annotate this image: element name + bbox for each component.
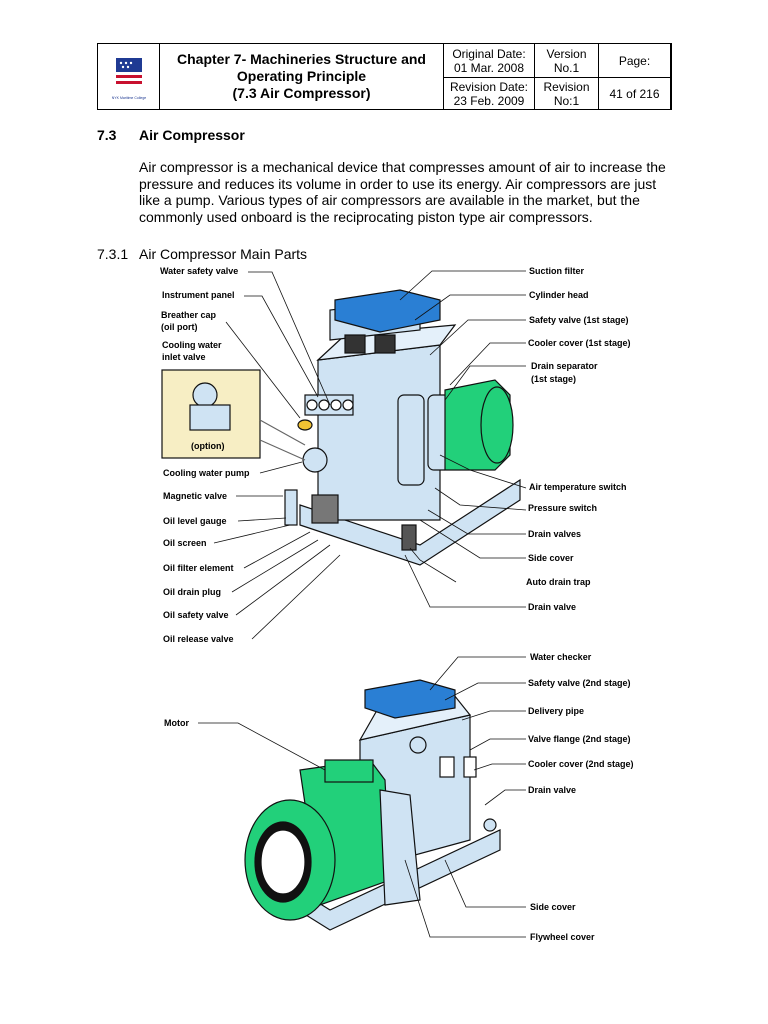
label-delivery-pipe: Delivery pipe	[528, 706, 585, 716]
compressor-2nd-stage-drawing	[244, 679, 501, 931]
document-header-table: NYK Maritime College Chapter 7- Machiner…	[97, 43, 672, 110]
label-pressure-switch: Pressure switch	[528, 503, 598, 513]
title-line-2: Operating Principle	[236, 68, 367, 84]
section-paragraph: Air compressor is a mechanical device th…	[139, 159, 666, 225]
original-date-label: Original Date:	[452, 46, 526, 61]
label-side-cover-2: Side cover	[530, 902, 576, 912]
label-oil-port: (oil port)	[161, 322, 198, 332]
header-divider	[444, 77, 671, 78]
label-oil-filter-element: Oil filter element	[163, 563, 234, 573]
label-suction-filter: Suction filter	[529, 266, 585, 276]
label-water-safety-valve: Water safety valve	[160, 266, 239, 276]
label-oil-drain-plug: Oil drain plug	[163, 587, 221, 597]
section-title: Air Compressor	[139, 127, 245, 143]
leader-lines-diagram-1	[213, 270, 527, 640]
compressor-1st-stage-drawing	[161, 289, 521, 566]
page-label: Page:	[599, 44, 671, 77]
leader-lines-diagram-2	[198, 656, 526, 938]
college-logo	[115, 57, 142, 84]
subsection-title: Air Compressor Main Parts	[139, 246, 308, 262]
label-air-temperature-switch: Air temperature switch	[529, 482, 627, 492]
page-number: 41 of 216	[599, 78, 671, 109]
label-oil-screen: Oil screen	[163, 538, 207, 548]
label-oil-level-gauge: Oil level gauge	[163, 516, 227, 526]
label-water-checker: Water checker	[530, 652, 592, 662]
label-magnetic-valve: Magnetic valve	[163, 491, 228, 501]
label-option: (option)	[191, 441, 225, 451]
label-flywheel-cover: Flywheel cover	[530, 932, 595, 942]
label-breather-cap: Breather cap	[161, 310, 217, 320]
original-date-cell: Original Date: 01 Mar. 2008	[444, 44, 535, 77]
label-motor: Motor	[164, 718, 189, 728]
original-date-value: 01 Mar. 2008	[453, 60, 525, 75]
revision-cell: Revision No:1	[535, 78, 599, 109]
label-oil-release-valve: Oil release valve	[163, 634, 234, 644]
label-side-cover: Side cover	[528, 553, 574, 563]
revision-date-label: Revision Date:	[449, 79, 529, 94]
label-drain-valve-2: Drain valve	[528, 785, 577, 795]
label-cylinder-head: Cylinder head	[529, 290, 589, 300]
title-line-1: Chapter 7- Machineries Structure and	[177, 51, 426, 67]
version-value: No.1	[553, 60, 580, 75]
title-line-3: (7.3 Air Compressor)	[232, 85, 371, 101]
label-inlet-valve: inlet valve	[162, 352, 206, 362]
label-cooling-water: Cooling water	[162, 340, 222, 350]
label-cooling-water-pump: Cooling water pump	[163, 468, 250, 478]
subsection-number: 7.3.1	[97, 246, 129, 262]
revision-date-cell: Revision Date: 23 Feb. 2009	[444, 78, 535, 109]
section-number: 7.3	[97, 127, 117, 143]
label-drain-separator: Drain separator	[531, 361, 598, 371]
label-oil-safety-valve: Oil safety valve	[163, 610, 229, 620]
label-safety-valve-2nd: Safety valve (2nd stage)	[528, 678, 631, 688]
logo-cell: NYK Maritime College	[98, 44, 160, 109]
label-cooler-cover-1st: Cooler cover (1st stage)	[528, 338, 631, 348]
label-valve-flange-2nd: Valve flange (2nd stage)	[528, 734, 631, 744]
label-auto-drain-trap: Auto drain trap	[526, 577, 591, 587]
revision-date-value: 23 Feb. 2009	[453, 93, 525, 108]
revision-label: Revision	[543, 79, 590, 94]
document-title: Chapter 7- Machineries Structure and Ope…	[160, 44, 444, 109]
version-label: Version	[546, 46, 587, 61]
label-drain-valves: Drain valves	[528, 529, 582, 539]
version-cell: Version No.1	[535, 44, 599, 77]
label-drain-valve: Drain valve	[528, 602, 577, 612]
label-first-stage: (1st stage)	[531, 374, 577, 384]
label-instrument-panel: Instrument panel	[162, 290, 235, 300]
label-cooler-cover-2nd: Cooler cover (2nd stage)	[528, 759, 634, 769]
revision-value: No:1	[553, 93, 580, 108]
label-safety-valve-1st: Safety valve (1st stage)	[529, 315, 629, 325]
logo-caption: NYK Maritime College	[111, 96, 147, 100]
